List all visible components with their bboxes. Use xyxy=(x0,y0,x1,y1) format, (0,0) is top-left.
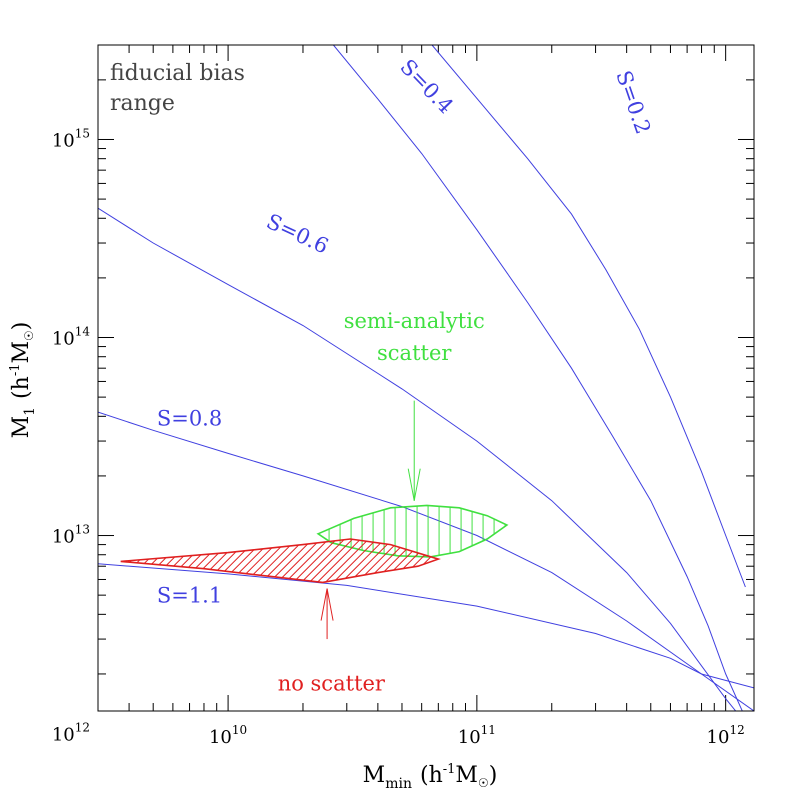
axis-ticks: 1010 1011 1012 1012 1013 1014 1015 xyxy=(52,44,754,748)
x-tick-label: 1011 xyxy=(458,723,496,748)
hatch-line xyxy=(292,539,338,583)
y-axis-label: M1(h-1M☉) xyxy=(8,322,38,439)
hatch-line xyxy=(316,539,362,583)
region-outline xyxy=(316,504,509,558)
x-tick-label: 1010 xyxy=(209,723,247,748)
hatch-line xyxy=(284,539,330,583)
region-arrow-head xyxy=(407,468,415,501)
x-axis-label: Mmin(h-1M☉) xyxy=(363,762,498,792)
y-tick-label: 1013 xyxy=(52,523,90,548)
hatch-line xyxy=(332,539,378,583)
hatch-line xyxy=(260,539,306,583)
hatch-line xyxy=(268,539,314,583)
x-tick-label: 1012 xyxy=(707,723,745,748)
region-arrow-head xyxy=(326,588,334,621)
corner-annotation-line-2: range xyxy=(110,91,175,116)
series-line xyxy=(98,563,754,689)
y-tick-label: 1015 xyxy=(52,126,90,151)
hatch-line xyxy=(276,539,322,583)
region-arrow-head xyxy=(320,588,328,621)
corner-annotation-line-1: fiducial bias xyxy=(110,61,245,86)
series-label: S=0.8 xyxy=(157,406,222,430)
region-arrow-head xyxy=(413,468,421,501)
hatch-line xyxy=(324,539,370,583)
y-tick-label: 1012 xyxy=(52,721,90,746)
region-outline xyxy=(120,538,441,584)
series-line xyxy=(431,45,746,588)
hatch-line xyxy=(308,539,354,583)
series-line xyxy=(333,45,743,711)
region-label: semi-analytic xyxy=(344,309,485,333)
series-label: S=1.1 xyxy=(157,583,222,607)
plot-frame xyxy=(97,44,755,712)
hatch-line xyxy=(348,539,394,583)
region-label: no scatter xyxy=(278,671,386,695)
region-label: scatter xyxy=(377,341,452,365)
hatch-line xyxy=(340,539,386,583)
series-line xyxy=(98,207,737,711)
y-tick-label: 1014 xyxy=(52,325,91,350)
hatch-line xyxy=(300,539,346,583)
